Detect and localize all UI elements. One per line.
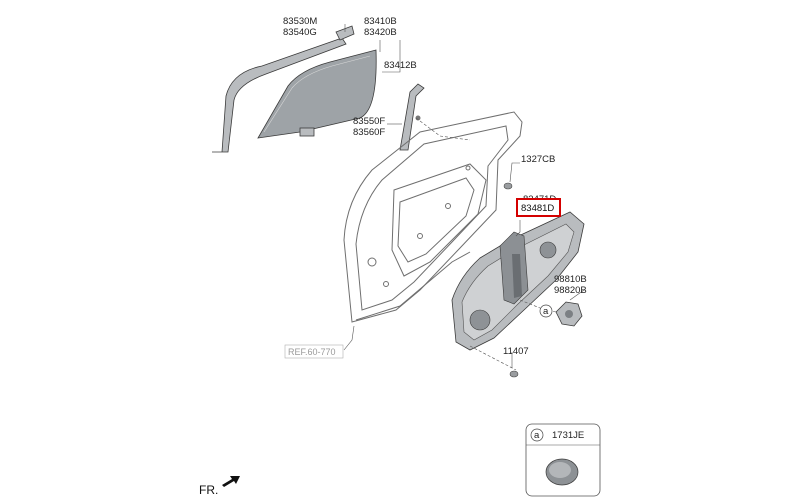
glass-run-channel[interactable] [212, 25, 355, 153]
callout-box[interactable]: a 1731JE [525, 423, 601, 497]
label-83530M: 83530M [283, 16, 317, 27]
regulator-motor[interactable] [555, 301, 583, 327]
label-98820B: 98820B [554, 285, 587, 296]
door-glass[interactable] [257, 49, 377, 139]
label-83420B: 83420B [364, 27, 397, 38]
label-11407: 11407 [503, 346, 529, 357]
front-arrow-icon [222, 476, 240, 487]
ref-text: REF.60-770 [288, 347, 336, 357]
front-direction-indicator: FR. [199, 476, 240, 497]
window-regulator-module[interactable] [451, 211, 585, 351]
rear-channel[interactable] [399, 83, 425, 151]
label-1327CB: 1327CB [521, 154, 555, 165]
callout-marker-letter: a [543, 306, 549, 317]
label-98810B: 98810B [554, 274, 587, 285]
callout-box-part: 1731JE [552, 430, 584, 441]
callout-marker-a[interactable]: a [539, 304, 553, 318]
plug-cap-icon [545, 458, 579, 486]
ref-label[interactable]: REF.60-770 [284, 344, 344, 359]
bolt-1327CB[interactable] [503, 182, 513, 190]
door-frame [343, 111, 523, 323]
label-83550F: 83550F [353, 116, 385, 127]
direction-label: FR. [199, 483, 218, 497]
label-83410B: 83410B [364, 16, 397, 27]
callout-box-letter: a [534, 430, 540, 441]
label-83481D: 83481D [521, 203, 554, 214]
highlighted-part-label[interactable]: 83481D [516, 198, 561, 217]
label-83412B: 83412B [384, 60, 417, 71]
label-83540G: 83540G [283, 27, 317, 38]
label-83560F: 83560F [353, 127, 385, 138]
bolt-11407[interactable] [509, 370, 519, 378]
